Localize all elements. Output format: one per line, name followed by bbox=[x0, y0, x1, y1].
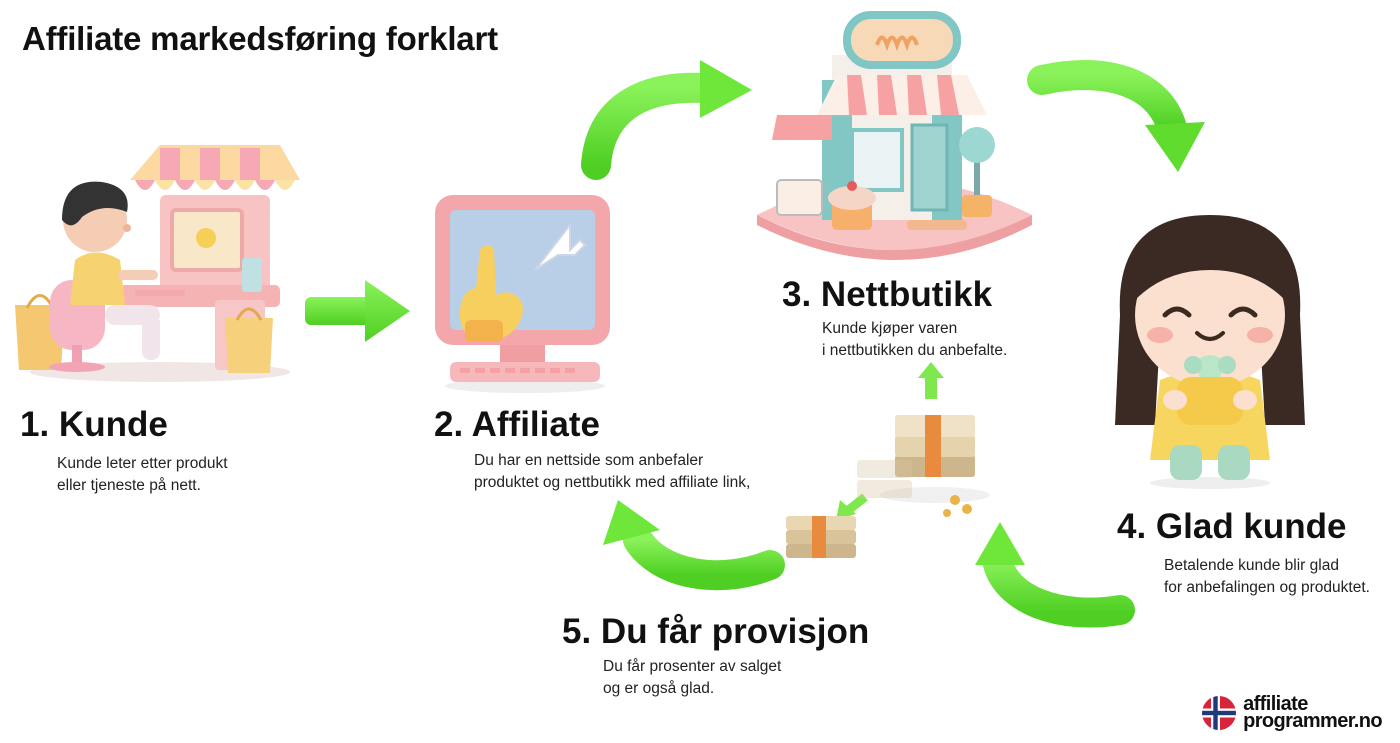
brand-logo-text: affiliate programmer.no bbox=[1243, 693, 1383, 732]
customer-at-shop-stand-illustration bbox=[15, 145, 300, 382]
arrow-nettbutikk-to-glad-kunde bbox=[1027, 60, 1205, 172]
arrow-small-up bbox=[918, 362, 944, 399]
arrow-glad-kunde-to-provisjon bbox=[975, 522, 1135, 628]
arrow-kunde-to-affiliate bbox=[305, 280, 410, 342]
step-3-title: 3. Nettbutikk bbox=[782, 275, 993, 314]
shop-storefront-illustration bbox=[757, 11, 1032, 260]
arrow-provisjon-to-affiliate bbox=[603, 500, 785, 591]
step-4-title: 4. Glad kunde bbox=[1117, 507, 1347, 546]
arrow-small-diagonal bbox=[836, 493, 868, 520]
money-stack-small-icon bbox=[786, 516, 856, 558]
monitor-pointing-hand-illustration bbox=[435, 195, 610, 393]
step-2-title: 2. Affiliate bbox=[434, 405, 600, 444]
arrow-affiliate-to-nettbutikk bbox=[581, 60, 752, 180]
brand-logo[interactable]: affiliate programmer.no bbox=[1201, 693, 1383, 732]
step-1-title: 1. Kunde bbox=[20, 405, 168, 444]
step-5-title: 5. Du får provisjon bbox=[562, 612, 870, 651]
money-stack-icon bbox=[857, 415, 990, 517]
page-title: Affiliate markedsføring forklart bbox=[22, 20, 498, 57]
happy-girl-illustration bbox=[1115, 215, 1305, 489]
norway-flag-icon bbox=[1202, 696, 1237, 730]
